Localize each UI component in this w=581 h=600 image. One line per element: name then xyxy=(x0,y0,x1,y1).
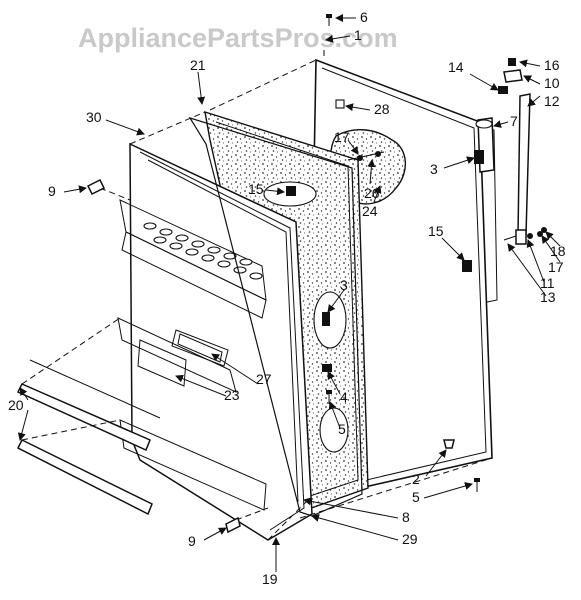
callout-16: 16 xyxy=(544,57,560,73)
callout-30: 30 xyxy=(86,109,102,125)
latch-icon xyxy=(286,186,296,196)
callout-23: 23 xyxy=(224,387,240,403)
watermark-text: AppliancePartsPros.com xyxy=(78,23,398,53)
callout-17-lower: 17 xyxy=(548,259,564,275)
callout-11: 11 xyxy=(540,275,555,291)
callout-13: 13 xyxy=(540,289,556,305)
callout-6: 6 xyxy=(360,9,368,25)
callout-1: 1 xyxy=(354,27,362,43)
callout-26: 26 xyxy=(364,185,380,201)
callout-29: 29 xyxy=(402,531,418,547)
callout-labels: 6 1 16 10 14 12 21 28 7 30 17 3 26 24 9 … xyxy=(8,9,566,587)
callout-5-upper: 5 xyxy=(338,421,346,437)
callout-17-upper: 17 xyxy=(334,129,350,145)
callout-15-left: 15 xyxy=(248,181,264,197)
callout-20: 20 xyxy=(8,397,24,413)
callout-9-lower: 9 xyxy=(188,533,196,549)
callout-5-lower: 5 xyxy=(412,489,420,505)
callout-14: 14 xyxy=(448,59,464,75)
door-shelf-bars xyxy=(16,359,161,516)
hardware xyxy=(86,14,547,534)
callout-9-upper: 9 xyxy=(48,183,56,199)
assembly-lines xyxy=(21,59,493,541)
plug-icon xyxy=(335,99,345,109)
callout-24: 24 xyxy=(362,203,378,219)
callout-18: 18 xyxy=(550,243,566,259)
door-handle-icon xyxy=(517,93,531,237)
callout-21: 21 xyxy=(190,57,206,73)
callout-28: 28 xyxy=(374,101,390,117)
callout-3-lower: 3 xyxy=(340,277,348,293)
callout-3-upper: 3 xyxy=(430,161,438,177)
callout-4: 4 xyxy=(340,389,348,405)
top-hinge-icon xyxy=(498,58,523,94)
callout-12: 12 xyxy=(544,93,560,109)
callout-7: 7 xyxy=(510,113,518,129)
egg-tray-holes xyxy=(143,222,263,280)
callout-27: 27 xyxy=(256,371,272,387)
callout-2: 2 xyxy=(412,471,420,487)
screw-icon xyxy=(474,478,480,492)
callout-19: 19 xyxy=(262,571,278,587)
callout-15-right: 15 xyxy=(428,223,444,239)
callout-10: 10 xyxy=(544,75,560,91)
callout-leaders xyxy=(17,14,561,572)
callout-8: 8 xyxy=(402,509,410,525)
cam-icon xyxy=(474,150,484,164)
screw-icon xyxy=(326,14,332,26)
